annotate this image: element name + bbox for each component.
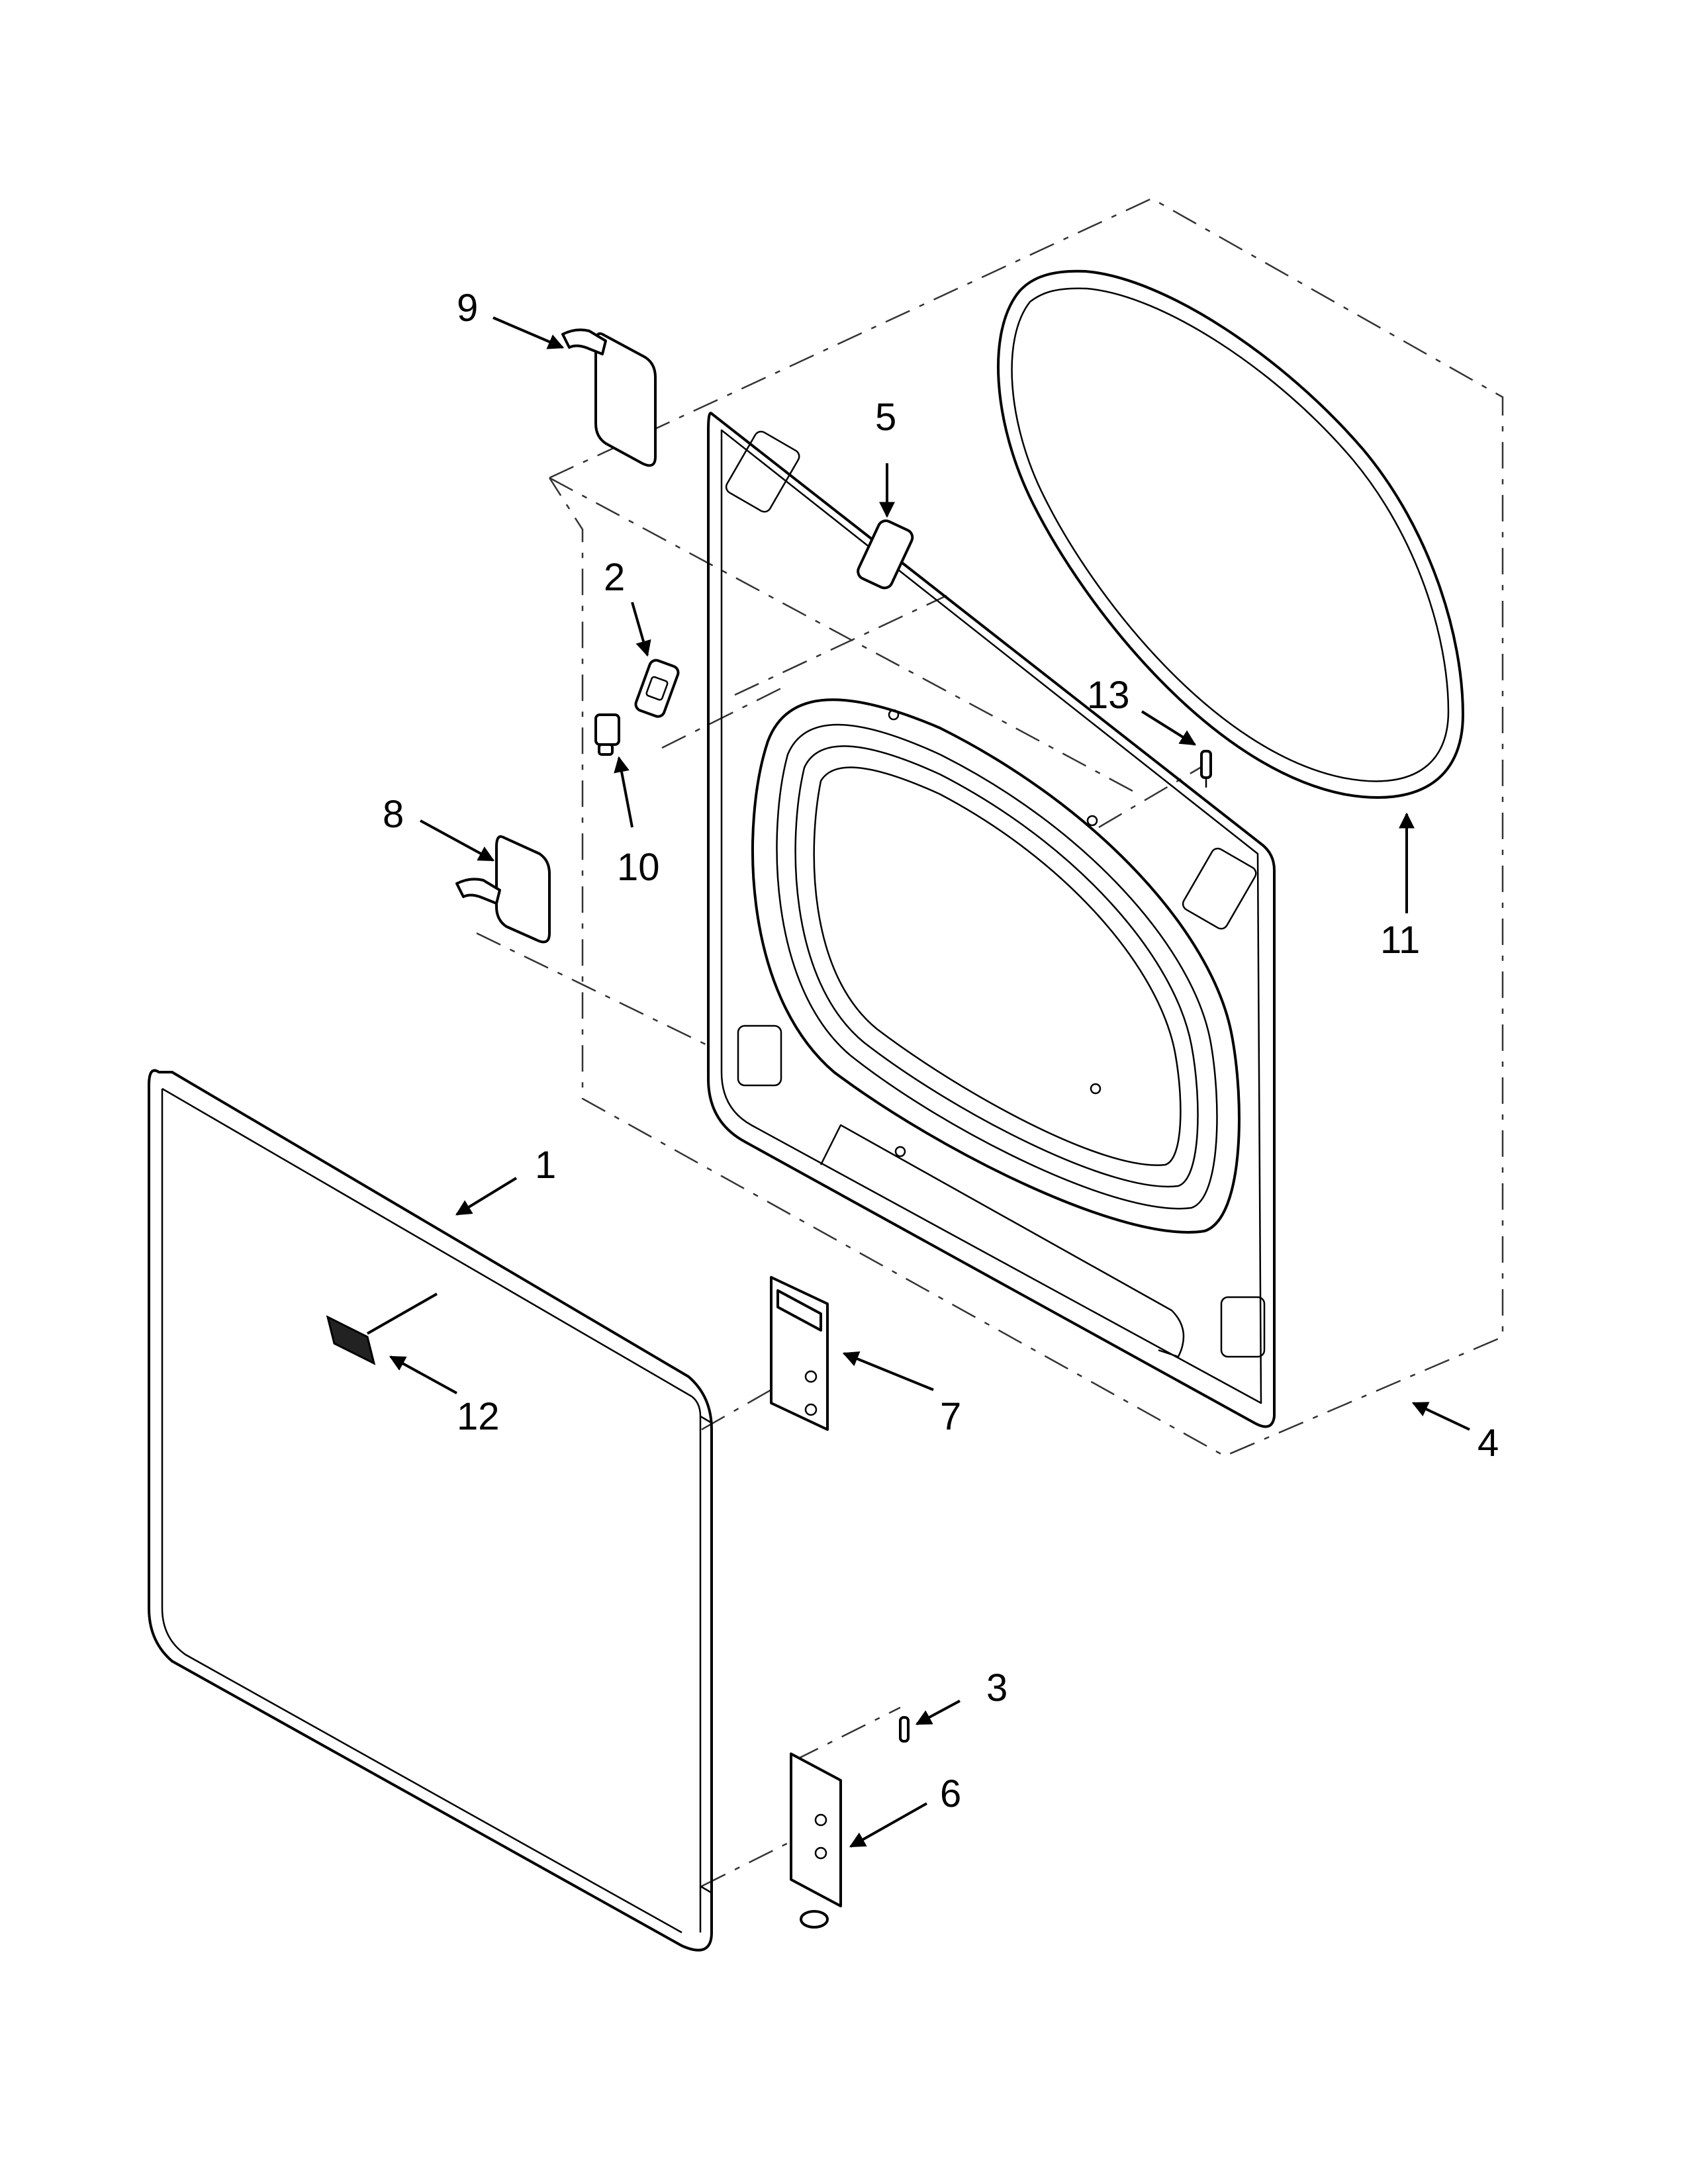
callout-4: 4	[1477, 1422, 1499, 1465]
callout-12: 12	[457, 1395, 500, 1438]
hinge-screw	[899, 1716, 910, 1743]
lower-hinge-cover	[455, 835, 551, 944]
callout-13: 13	[1087, 674, 1130, 717]
front-panel	[707, 412, 1276, 1428]
callout-5: 5	[875, 396, 896, 439]
callout-2: 2	[604, 556, 625, 599]
callout-3: 3	[986, 1666, 1008, 1709]
top-bracket	[857, 519, 914, 590]
panel-screw	[1200, 750, 1212, 788]
callout-6: 6	[940, 1772, 961, 1815]
door-strike	[594, 713, 620, 756]
callout-10: 10	[617, 846, 660, 889]
upper-hinge	[770, 1276, 829, 1431]
latch-cover	[634, 659, 680, 718]
leader-arrows	[367, 316, 1470, 1848]
upper-hinge-cover	[561, 328, 657, 467]
callout-7: 7	[940, 1395, 961, 1438]
callout-9: 9	[457, 287, 478, 330]
lower-hinge	[790, 1752, 842, 1929]
callout-labels: 1 2 3 4 5 6 7 8 9 10 11 12 13	[383, 287, 1499, 1815]
callout-1: 1	[535, 1144, 556, 1187]
callout-11: 11	[1380, 919, 1420, 962]
callout-8: 8	[383, 793, 404, 836]
assembly-guide-lines	[476, 197, 1504, 1888]
badge-part	[326, 1315, 376, 1365]
door-seal	[997, 269, 1464, 799]
dryer-door	[148, 1069, 713, 1952]
